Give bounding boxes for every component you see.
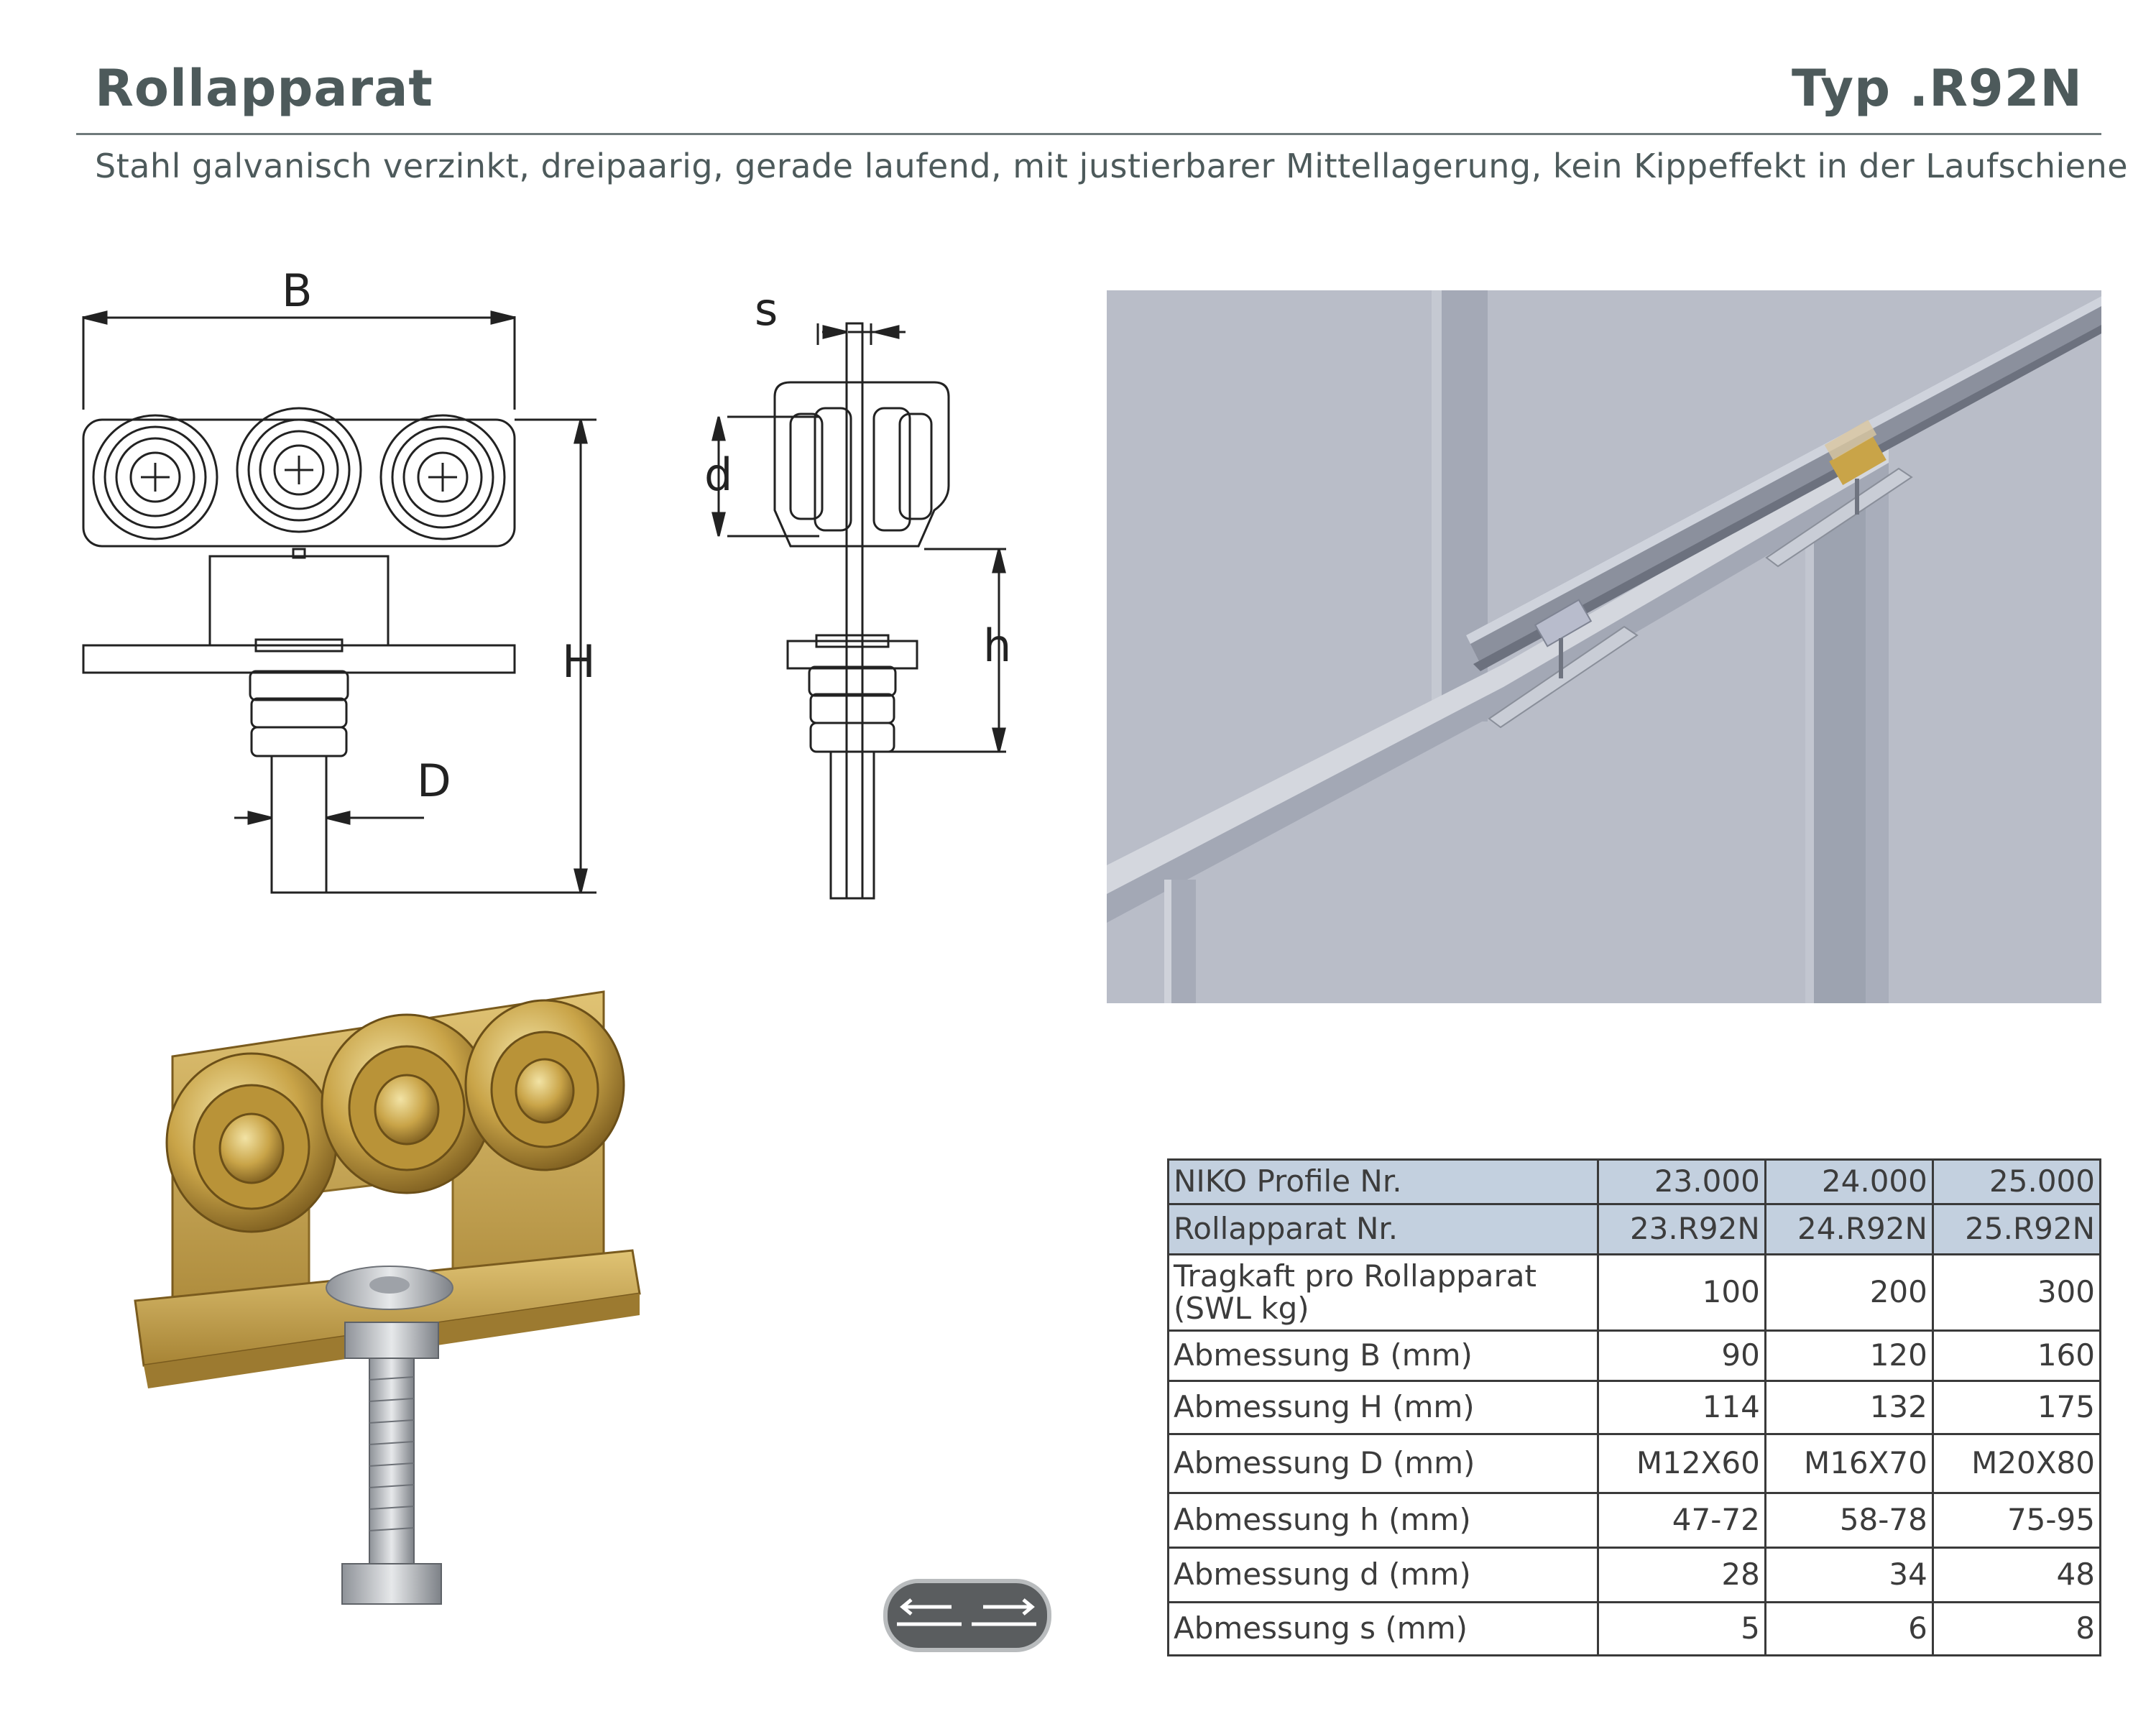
table-cell: 25.R92N bbox=[1931, 1203, 2102, 1255]
table-cell: 132 bbox=[1764, 1380, 1934, 1435]
table-row: Abmessung h (mm) 47-72 58-78 75-95 bbox=[1167, 1492, 2102, 1549]
table-cell-label: Abmessung h (mm) bbox=[1167, 1492, 1599, 1549]
table-cell: 8 bbox=[1931, 1601, 2102, 1656]
table-cell-label: Rollapparat Nr. bbox=[1167, 1203, 1599, 1255]
table-cell-label: NIKO Profile Nr. bbox=[1167, 1158, 1599, 1205]
product-description: Stahl galvanisch verzinkt, dreipaarig, g… bbox=[95, 147, 2129, 185]
table-row: Abmessung H (mm) 114 132 175 bbox=[1167, 1380, 2102, 1435]
table-row: Abmessung d (mm) 28 34 48 bbox=[1167, 1547, 2102, 1603]
table-row: Abmessung B (mm) 90 120 160 bbox=[1167, 1329, 2102, 1382]
table-cell: M16X70 bbox=[1764, 1433, 1934, 1494]
table-cell: 23.R92N bbox=[1596, 1203, 1766, 1255]
front-view-drawing: B H D bbox=[82, 264, 596, 894]
header-divider bbox=[76, 133, 2101, 135]
table-row: Abmessung D (mm) M12X60 M16X70 M20X80 bbox=[1167, 1433, 2102, 1494]
table-cell: 75-95 bbox=[1931, 1492, 2102, 1549]
table-cell: 200 bbox=[1764, 1253, 1934, 1332]
table-cell-label: Tragkaft pro Rollapparat (SWL kg) bbox=[1167, 1253, 1599, 1332]
table-cell: 5 bbox=[1596, 1601, 1766, 1656]
table-cell-label: Abmessung s (mm) bbox=[1167, 1601, 1599, 1656]
table-cell: 120 bbox=[1764, 1329, 1934, 1382]
table-cell: 58-78 bbox=[1764, 1492, 1934, 1549]
table-cell-label: Abmessung d (mm) bbox=[1167, 1547, 1599, 1603]
dim-label-d-wheel: d bbox=[704, 448, 732, 501]
side-view-drawing: s d h bbox=[704, 283, 1011, 900]
table-cell: 100 bbox=[1596, 1253, 1766, 1332]
table-cell: 6 bbox=[1764, 1601, 1934, 1656]
installation-rendering bbox=[1107, 290, 2101, 1003]
table-cell: 300 bbox=[1931, 1253, 2102, 1332]
product-photo bbox=[134, 990, 641, 1605]
table-cell-label: Abmessung D (mm) bbox=[1167, 1433, 1599, 1494]
page-title: Rollapparat bbox=[95, 59, 433, 118]
dim-label-h-height: h bbox=[983, 619, 1011, 672]
table-cell: 34 bbox=[1764, 1547, 1934, 1603]
dim-label-h: H bbox=[562, 635, 596, 688]
table-cell: 47-72 bbox=[1596, 1492, 1766, 1549]
table-row: NIKO Profile Nr. 23.000 24.000 25.000 bbox=[1167, 1158, 2102, 1205]
table-cell: 48 bbox=[1931, 1547, 2102, 1603]
dim-label-b: B bbox=[282, 264, 313, 317]
table-row: Rollapparat Nr. 23.R92N 24.R92N 25.R92N bbox=[1167, 1203, 2102, 1255]
product-type: Typ .R92N bbox=[1791, 59, 2083, 118]
table-cell: 24.000 bbox=[1764, 1158, 1934, 1205]
dim-label-d-diameter: D bbox=[417, 755, 451, 807]
dim-label-s: s bbox=[755, 283, 778, 336]
table-cell: 175 bbox=[1931, 1380, 2102, 1435]
table-cell: 23.000 bbox=[1596, 1158, 1766, 1205]
table-row: Tragkaft pro Rollapparat (SWL kg) 100 20… bbox=[1167, 1253, 2102, 1332]
table-cell: 25.000 bbox=[1931, 1158, 2102, 1205]
sliding-direction-icon bbox=[883, 1579, 1051, 1652]
table-cell: 28 bbox=[1596, 1547, 1766, 1603]
table-row: Abmessung s (mm) 5 6 8 bbox=[1167, 1601, 2102, 1656]
table-cell-label-line2: (SWL kg) bbox=[1174, 1290, 1309, 1326]
table-cell: 24.R92N bbox=[1764, 1203, 1934, 1255]
table-cell-label: Abmessung H (mm) bbox=[1167, 1380, 1599, 1435]
table-cell: M20X80 bbox=[1931, 1433, 2102, 1494]
table-cell: 114 bbox=[1596, 1380, 1766, 1435]
table-cell: M12X60 bbox=[1596, 1433, 1766, 1494]
table-cell-label-line1: Tragkaft pro Rollapparat bbox=[1174, 1258, 1537, 1294]
table-cell: 90 bbox=[1596, 1329, 1766, 1382]
table-cell-label: Abmessung B (mm) bbox=[1167, 1329, 1599, 1382]
specification-table: NIKO Profile Nr. 23.000 24.000 25.000 Ro… bbox=[1167, 1158, 2102, 1656]
table-cell: 160 bbox=[1931, 1329, 2102, 1382]
